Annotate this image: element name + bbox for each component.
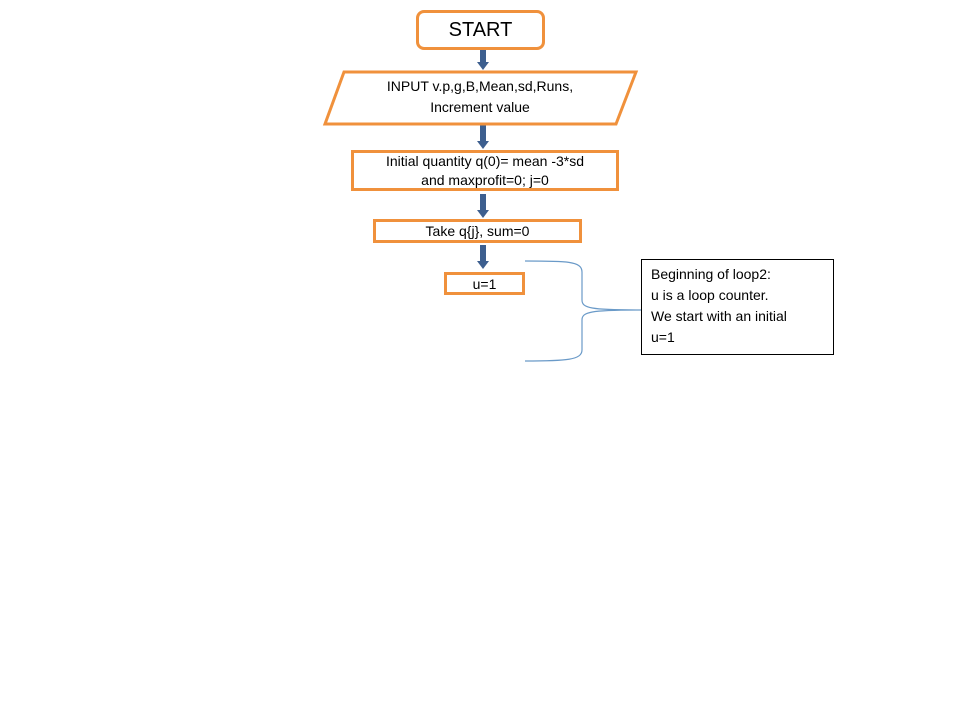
- u-init-process-box: u=1: [444, 272, 525, 295]
- note-line-4: u=1: [651, 329, 675, 345]
- arrow-start-to-input: [477, 50, 489, 70]
- input-line-1: INPUT v.p,g,B,Mean,sd,Runs,: [386, 78, 574, 94]
- loop-note-box: Beginning of loop2: u is a loop counter.…: [641, 259, 834, 355]
- take-label: Take q{j}, sum=0: [425, 223, 530, 239]
- start-label: START: [448, 19, 513, 41]
- start-terminal: START: [416, 10, 545, 50]
- init-line-2: and maxprofit=0; j=0: [421, 171, 549, 188]
- input-line-2: Increment value: [430, 99, 530, 115]
- take-process-box: Take q{j}, sum=0: [373, 219, 582, 243]
- init-process-box: Initial quantity q(0)= mean -3*sd and ma…: [351, 150, 619, 191]
- u-init-label: u=1: [472, 275, 497, 292]
- note-line-3: We start with an initial: [651, 308, 787, 324]
- arrow-init-to-take: [477, 194, 489, 218]
- note-line-1: Beginning of loop2:: [651, 266, 771, 282]
- input-label: INPUT v.p,g,B,Mean,sd,Runs, Increment va…: [352, 76, 608, 118]
- loop-brace: [524, 260, 642, 362]
- input-parallelogram: [322, 70, 639, 126]
- arrow-input-to-init: [477, 125, 489, 149]
- note-line-2: u is a loop counter.: [651, 287, 769, 303]
- init-line-1: Initial quantity q(0)= mean -3*sd: [385, 152, 585, 169]
- arrow-take-to-u: [477, 245, 489, 269]
